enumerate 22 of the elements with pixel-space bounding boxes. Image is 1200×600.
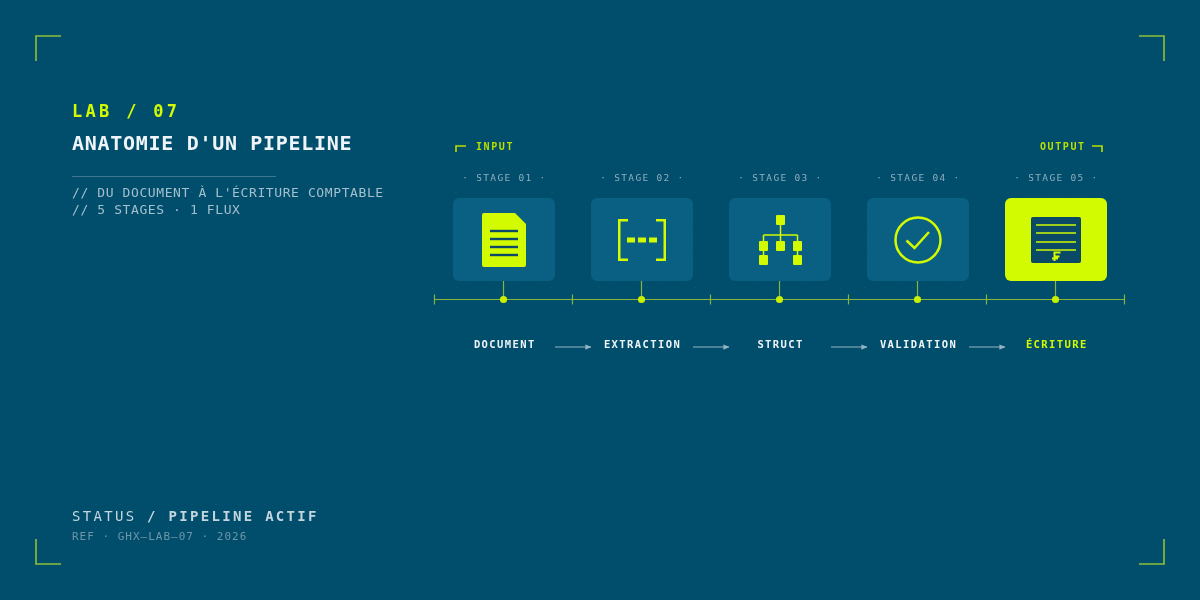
title: ANATOMIE D'UN PIPELINE <box>72 131 353 155</box>
stage-name: ÉCRITURE <box>1024 337 1088 351</box>
input-label: INPUT <box>476 140 515 153</box>
section-number: LAB / 07 <box>72 101 181 121</box>
arrow <box>830 344 868 350</box>
stage-name: DOCUMENT <box>472 337 536 351</box>
stage-name: STRUCT <box>756 337 804 351</box>
stage-number: · STAGE 01 · <box>461 171 547 184</box>
stage-number: · STAGE 04 · <box>875 171 961 184</box>
arrow <box>968 344 1006 350</box>
arrow <box>554 344 592 350</box>
stage-number: · STAGE 03 · <box>737 171 823 184</box>
stage-name: VALIDATION <box>878 337 958 351</box>
stage-number: · STAGE 02 · <box>599 171 685 184</box>
status-text: STATUS / PIPELINE ACTIF <box>72 507 319 525</box>
subtitle: // 5 STAGES · 1 FLUX <box>72 202 241 218</box>
subtitle: // DU DOCUMENT À L'ÉCRITURE COMPTABLE <box>72 185 384 201</box>
output-label: OUTPUT <box>1040 140 1086 153</box>
stage-number: · STAGE 05 · <box>1013 171 1099 184</box>
arrow <box>692 344 730 350</box>
stage-name: EXTRACTION <box>602 337 682 351</box>
reference-text: REF · GHX–LAB–07 · 2026 <box>72 530 248 544</box>
